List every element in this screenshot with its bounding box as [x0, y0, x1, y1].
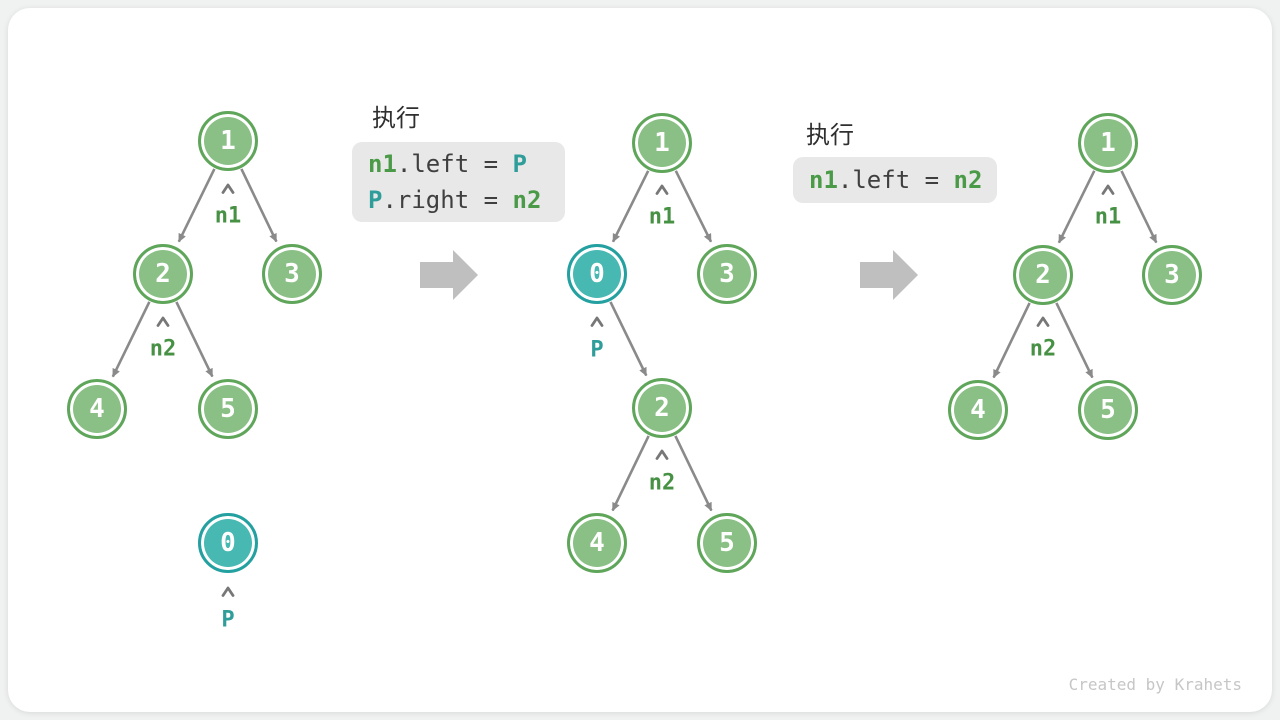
code-line: P.right = n2	[368, 182, 549, 218]
tree-node-5: 5	[198, 379, 258, 439]
tree-edge	[611, 170, 650, 243]
tree-node-3: 3	[262, 244, 322, 304]
caret-up-icon	[655, 449, 669, 460]
pointer-label-P: P	[590, 337, 604, 363]
caret-up-icon	[590, 316, 604, 327]
code-line: n1.left = n2	[809, 162, 983, 198]
code-line: n1.left = P	[368, 146, 549, 182]
tree-node-2: 2	[632, 378, 692, 438]
tree-node-5: 5	[697, 513, 757, 573]
caret-up-icon	[221, 586, 235, 597]
tree-edge	[111, 301, 151, 378]
code-token: n1	[809, 166, 838, 194]
tree-edge	[992, 302, 1031, 379]
tree-edge	[177, 168, 216, 243]
pointer-label-n2: n2	[1029, 336, 1057, 362]
tree-edge	[674, 435, 713, 512]
tree-edge	[1055, 302, 1094, 379]
pointer-label-n1: n1	[648, 204, 676, 230]
watermark: Created by Krahets	[1068, 675, 1242, 694]
step-arrow-icon	[420, 250, 478, 300]
tree-edge	[674, 170, 713, 243]
pointer-label-P: P	[221, 607, 235, 633]
tree-node-2: 2	[133, 244, 193, 304]
code-token: .left =	[396, 150, 513, 178]
exec-label: 执行	[806, 122, 854, 149]
tree-node-2: 2	[1013, 245, 1073, 305]
caret-up-icon	[1101, 184, 1115, 195]
pointer-label-n2: n2	[648, 470, 676, 496]
tree-node-4: 4	[567, 513, 627, 573]
pointer-label-n1: n1	[1094, 204, 1122, 230]
tree-node-1: 1	[198, 111, 258, 171]
code-token: .right =	[382, 186, 513, 214]
tree-node-3: 3	[697, 244, 757, 304]
tree-edge	[175, 301, 214, 378]
tree-node-1: 1	[632, 113, 692, 173]
tree-edge	[1120, 170, 1158, 244]
exec-label: 执行	[372, 105, 420, 132]
code-token: P	[368, 186, 383, 214]
tree-node-1: 1	[1078, 113, 1138, 173]
caret-up-icon	[156, 316, 170, 327]
code-token: n1	[368, 150, 397, 178]
caret-up-icon	[221, 183, 235, 194]
caret-up-icon	[655, 184, 669, 195]
tree-node-4: 4	[948, 380, 1008, 440]
pointer-label-n1: n1	[214, 203, 242, 229]
step-arrow-icon	[860, 250, 918, 300]
tree-edge	[611, 435, 650, 512]
code-token: .left =	[837, 166, 954, 194]
code-token: n2	[512, 186, 542, 214]
tree-node-5: 5	[1078, 380, 1138, 440]
tree-node-4: 4	[67, 379, 127, 439]
tree-edge	[240, 168, 278, 243]
code-token: P	[512, 150, 527, 178]
caret-up-icon	[1036, 316, 1050, 327]
tree-edge	[609, 301, 648, 377]
tree-node-3: 3	[1142, 245, 1202, 305]
pointer-label-n2: n2	[149, 336, 177, 362]
tree-node-0: 0	[567, 244, 627, 304]
code-token: n2	[953, 166, 983, 194]
tree-edge	[1057, 170, 1096, 244]
tree-node-0: 0	[198, 513, 258, 573]
code-block: n1.left = n2	[793, 157, 997, 203]
